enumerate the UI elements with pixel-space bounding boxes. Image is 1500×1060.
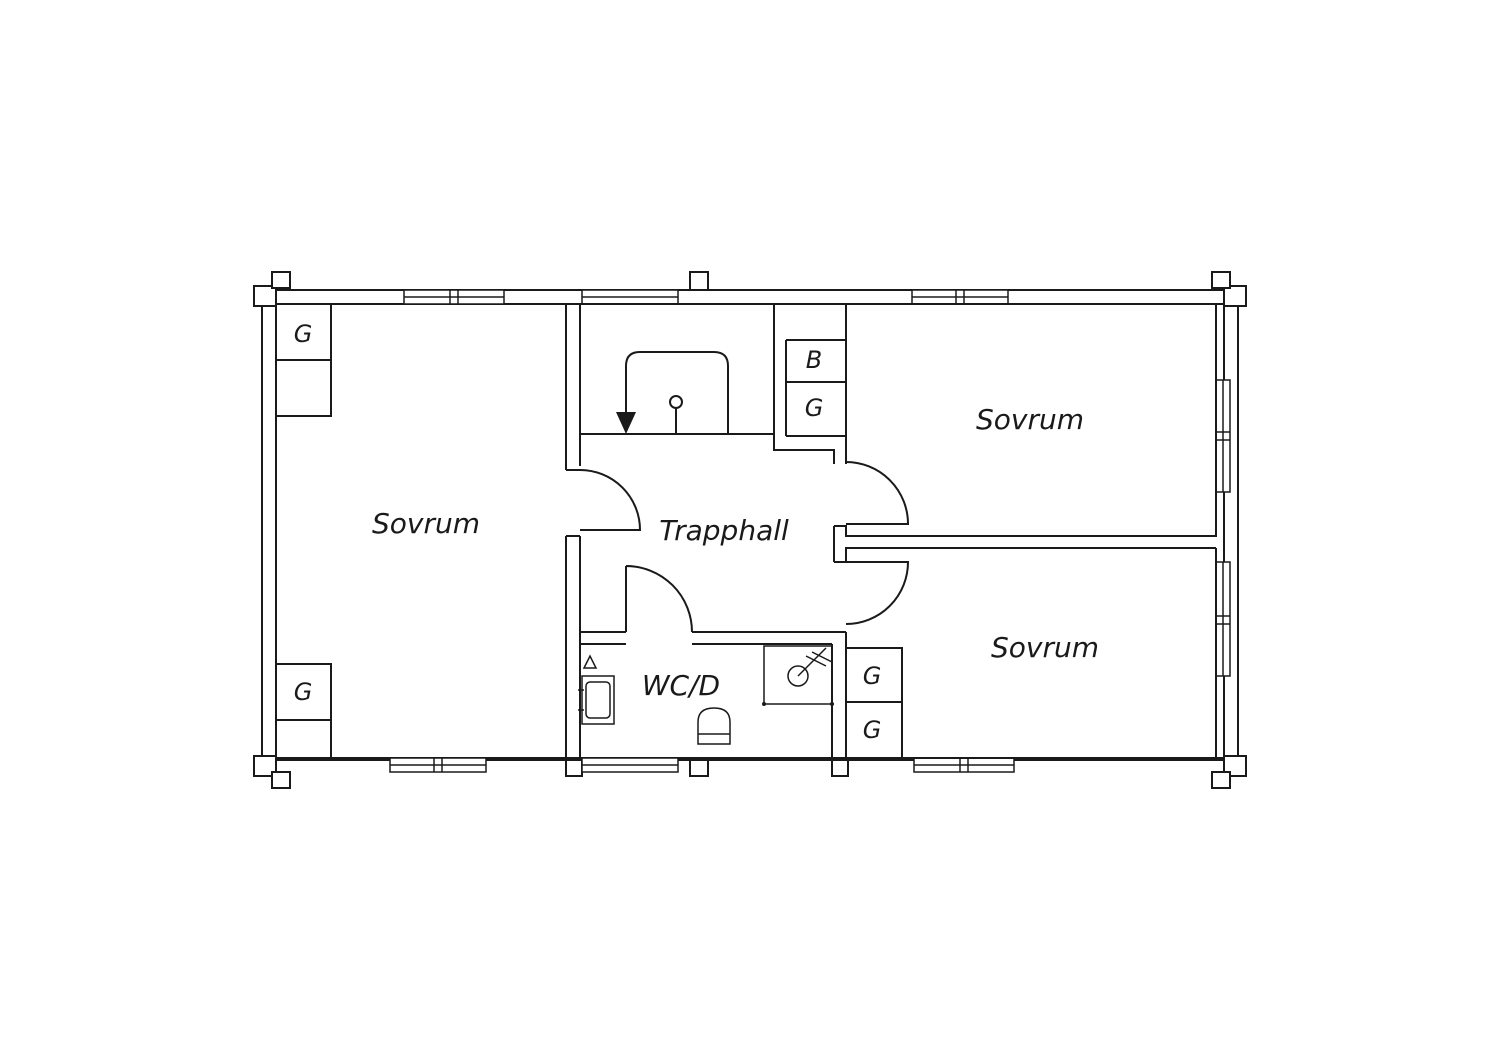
closet-label: G xyxy=(294,320,313,348)
closet-hall: B G xyxy=(805,346,824,422)
closet-left-top: G xyxy=(275,303,332,417)
interior-walls xyxy=(565,303,1217,759)
closet-label: G xyxy=(863,662,882,690)
doors xyxy=(579,461,910,633)
window-top-left xyxy=(403,289,505,305)
room-label-bedroom-left: Sovrum xyxy=(372,507,480,540)
closet-right: G G xyxy=(845,647,903,759)
door-wc xyxy=(625,565,693,633)
window-right-top xyxy=(1215,379,1231,493)
toilet-icon xyxy=(697,707,731,745)
door-bottom-right-bedroom xyxy=(845,561,910,625)
closet-label-b: B xyxy=(806,346,822,374)
closet-label: G xyxy=(863,716,882,744)
room-label-stair-hall: Trapphall xyxy=(659,514,789,547)
closet-left-bottom: G xyxy=(275,663,332,759)
window-top-hall xyxy=(581,289,679,305)
window-bottom-wc xyxy=(581,757,679,773)
stair-arrow xyxy=(616,351,729,434)
windows xyxy=(389,289,1231,773)
window-top-right xyxy=(911,289,1009,305)
shower-icon xyxy=(762,645,834,706)
closet-label: G xyxy=(294,678,313,706)
room-label-wc: WC/D xyxy=(642,669,720,702)
sink-icon xyxy=(578,654,615,725)
door-top-right-bedroom xyxy=(845,461,910,525)
room-label-bedroom-bottom-right: Sovrum xyxy=(991,631,1099,664)
door-left-bedroom xyxy=(579,469,642,531)
window-bottom-left xyxy=(389,757,487,773)
room-label-bedroom-top-right: Sovrum xyxy=(976,403,1084,436)
window-bottom-right xyxy=(913,757,1015,773)
closet-label-g: G xyxy=(805,394,824,422)
window-right-bottom xyxy=(1215,561,1231,677)
